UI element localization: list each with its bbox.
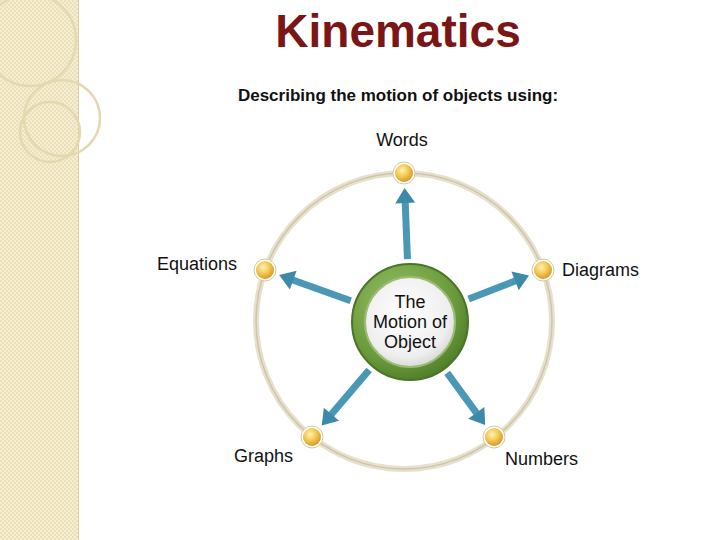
topic-label: Words [376, 130, 428, 152]
arrow-outline [469, 280, 517, 299]
arrowhead-outline [395, 188, 415, 203]
dot-rim [532, 259, 554, 281]
arrow-shaft [469, 280, 517, 299]
dot-shape [392, 161, 416, 185]
hub-label: The Motion of Object [372, 292, 448, 352]
topic-label: Diagrams [562, 260, 639, 282]
dot-fill [256, 261, 274, 279]
dot-rim [483, 426, 505, 448]
arrow-shaft [291, 279, 350, 300]
topic-label: Graphs [234, 446, 293, 468]
arrow-outline [447, 373, 477, 415]
dot-fill [485, 428, 503, 446]
topic-dot: Words [392, 161, 416, 185]
arrowhead [468, 407, 485, 425]
page-title: Kinematics [78, 6, 718, 57]
motion-arrow [395, 188, 415, 259]
arrowhead [322, 408, 339, 426]
dot-fill [395, 164, 413, 182]
motion-arrow [322, 370, 369, 426]
arrow-shaft [447, 373, 477, 415]
dot-rim [393, 162, 415, 184]
dot-shape [531, 258, 555, 282]
arrow-outline [405, 201, 407, 259]
outer-ring [256, 173, 552, 469]
arrowhead [279, 271, 296, 290]
arrowhead [511, 272, 529, 291]
dot-shape [300, 425, 324, 449]
arrow-outline [330, 370, 369, 416]
motion-arrow [469, 272, 529, 299]
arrow-outline [291, 279, 350, 300]
dot-rim [301, 426, 323, 448]
motion-arrow [447, 373, 485, 425]
arrowhead [395, 188, 415, 203]
dot-rim [254, 259, 276, 281]
dot-shape [253, 258, 277, 282]
hub-ring [352, 264, 468, 380]
dot-shape [482, 425, 506, 449]
dot-fill [303, 428, 321, 446]
topic-label: Equations [157, 254, 237, 276]
motion-arrow [279, 271, 351, 301]
central-circle: The Motion of Object [350, 262, 470, 382]
corner-rings [0, 0, 100, 162]
topic-dot: Equations [253, 258, 277, 282]
topic-dot: Numbers [482, 425, 506, 449]
arrow-shaft [330, 370, 369, 416]
hub-text-wrap: The Motion of Object [350, 262, 470, 382]
topic-dot: Diagrams [531, 258, 555, 282]
hub-core [365, 277, 455, 367]
topic-label: Numbers [505, 449, 578, 471]
dot-fill [534, 261, 552, 279]
topic-dot: Graphs [300, 425, 324, 449]
subtitle: Describing the motion of objects using: [78, 86, 718, 106]
strip-edge [78, 0, 79, 540]
outer-ring-line [256, 173, 552, 469]
arrow-shaft [405, 201, 407, 259]
